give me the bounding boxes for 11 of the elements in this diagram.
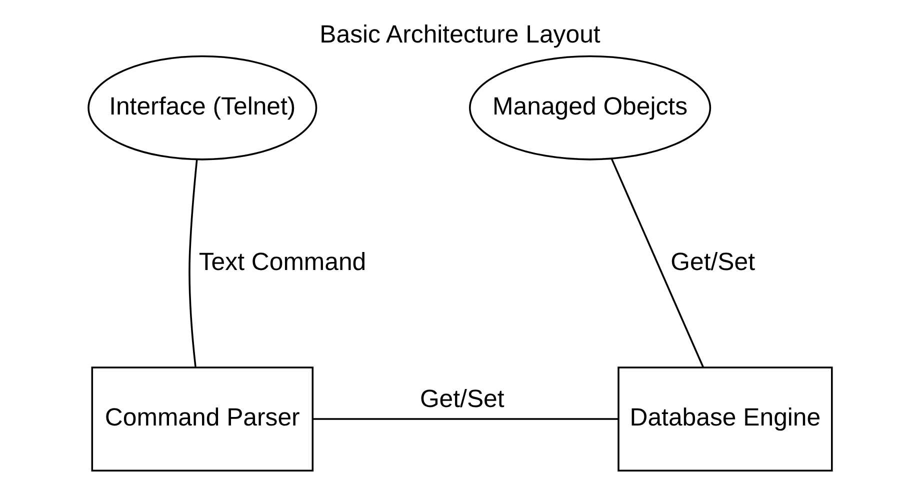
edge-label: Text Command [198,248,366,276]
connector [313,418,618,420]
node-box: Database Engine [618,366,833,472]
edge-label: Get/Set [670,248,756,276]
diagram-title: Basic Architecture Layout [320,20,600,48]
connector [610,158,704,368]
node-box: Command Parser [91,366,314,472]
connector [188,160,198,367]
node-ellipse: Interface (Telnet) [88,55,318,160]
edge-label: Get/Set [420,384,504,413]
node-ellipse: Managed Obejcts [469,55,712,160]
